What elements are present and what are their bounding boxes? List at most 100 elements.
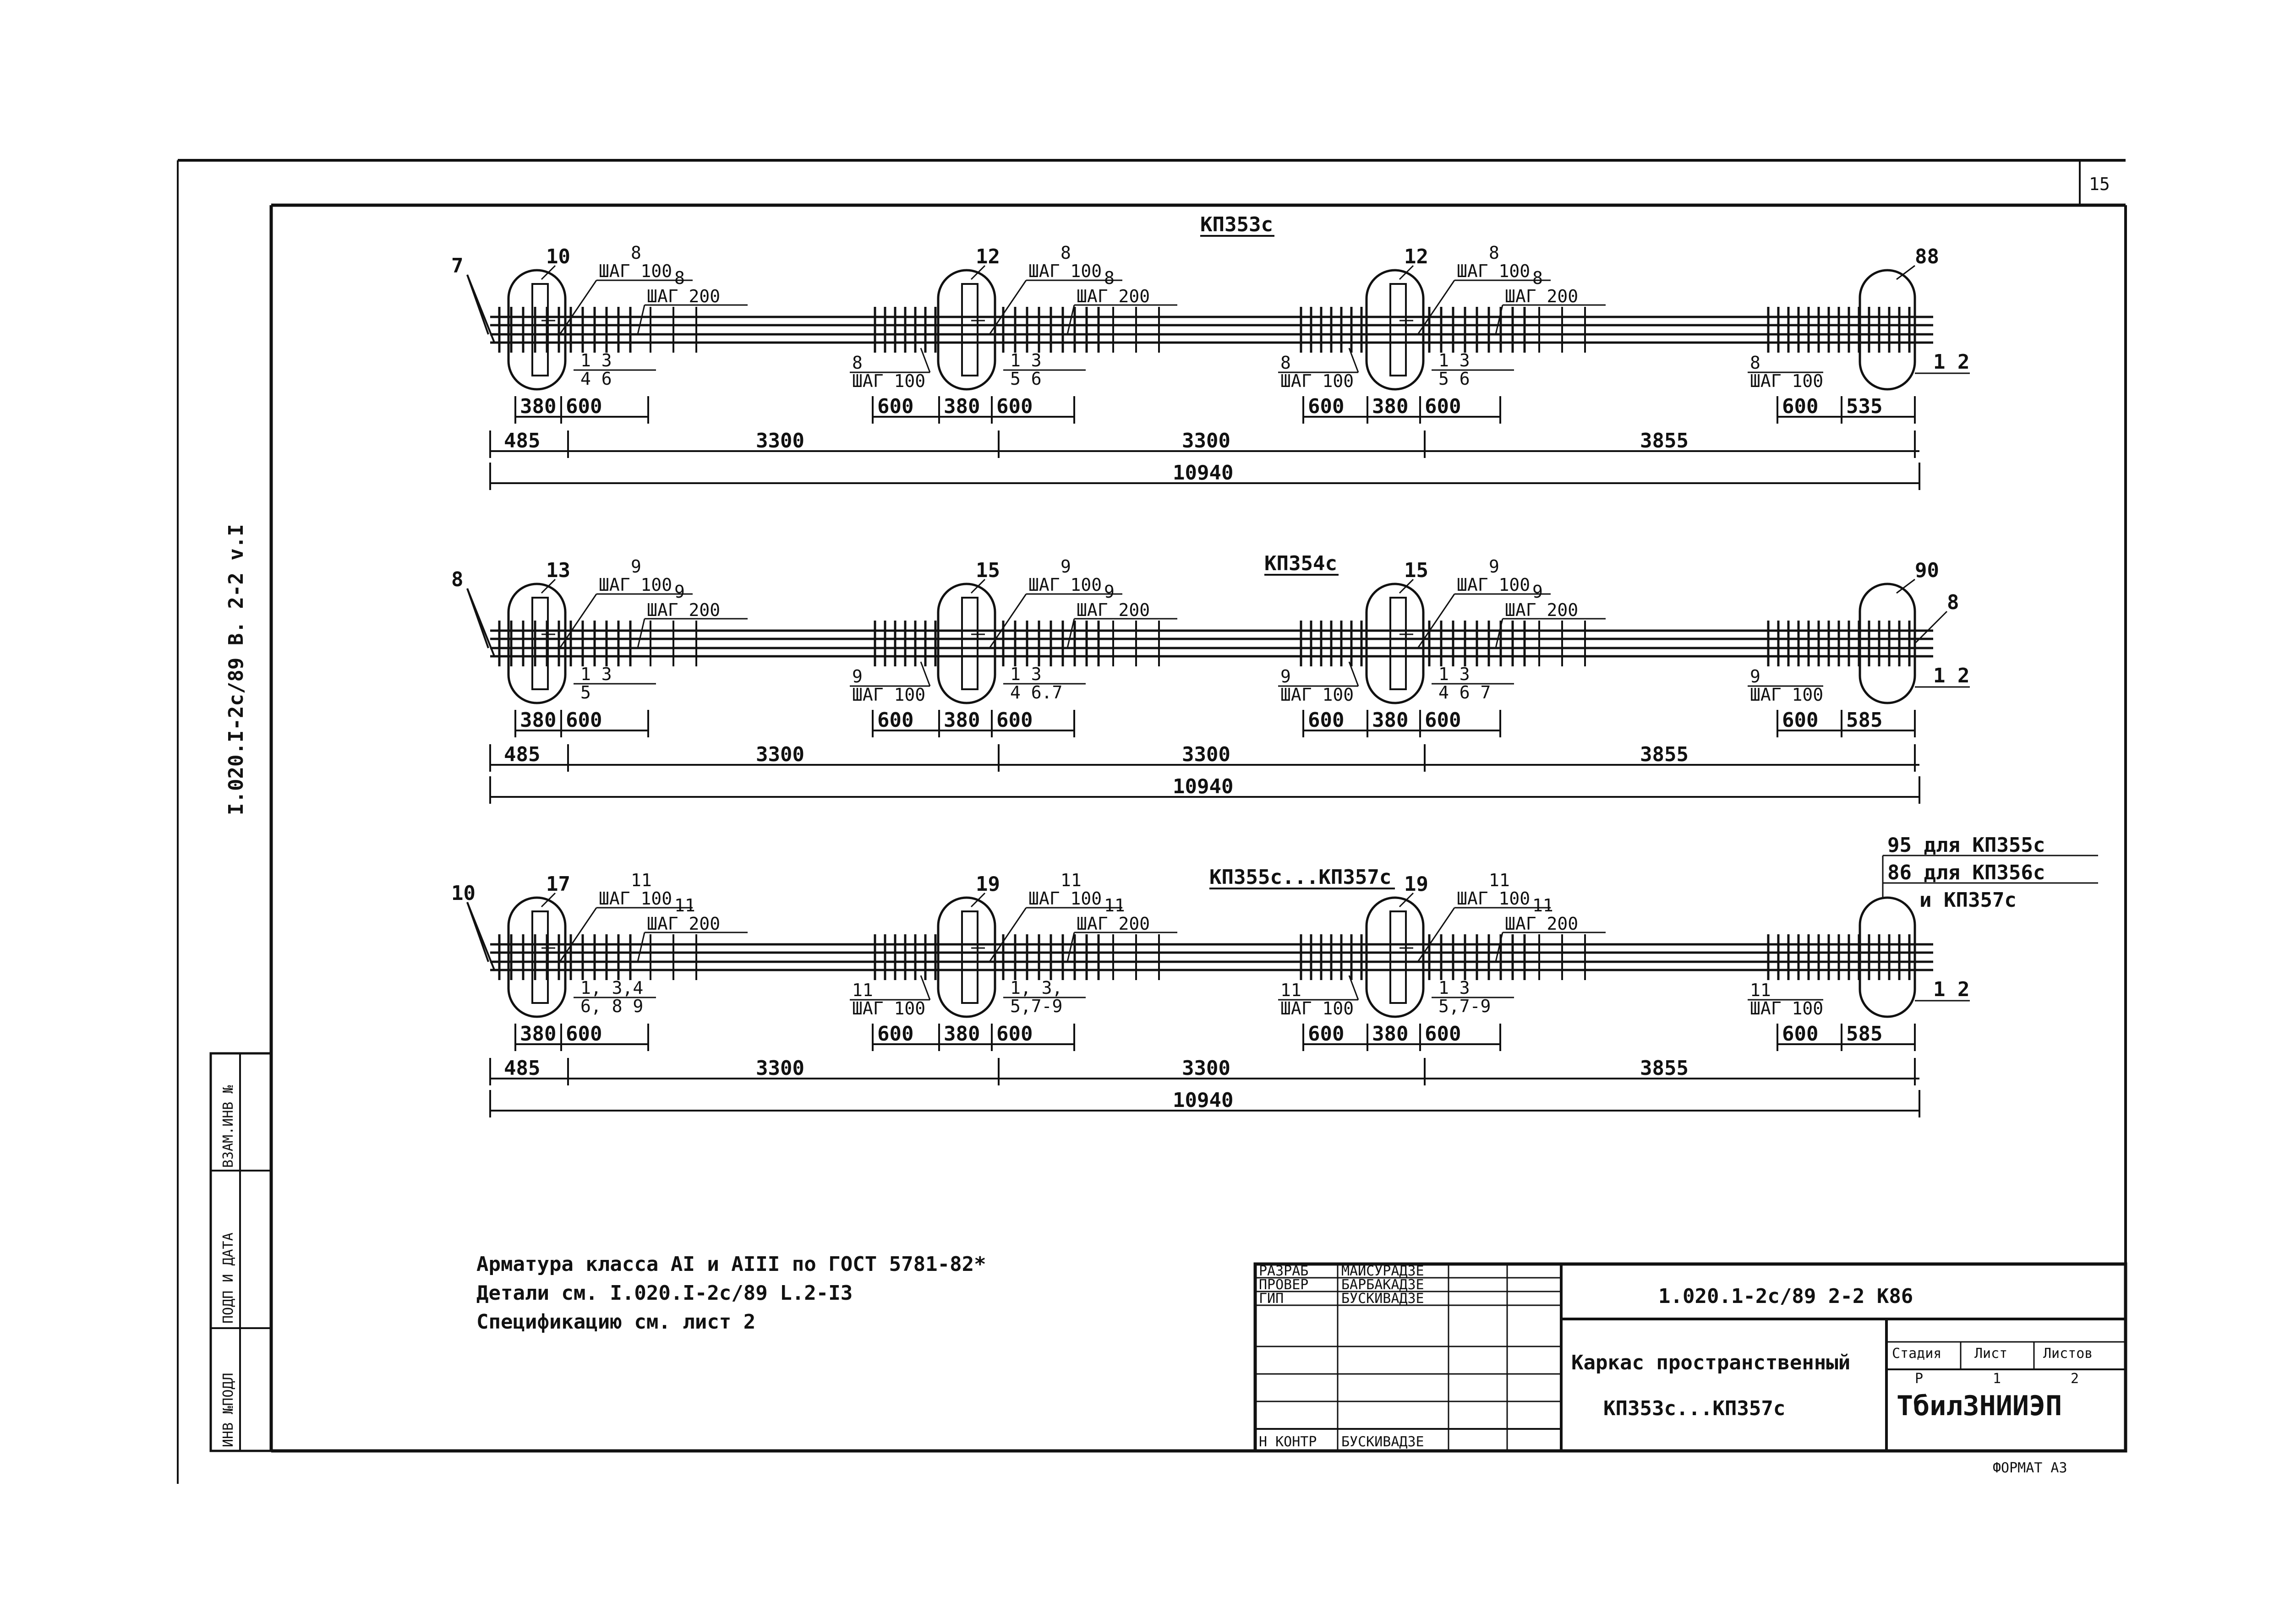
total-dimension-value: 10940	[1173, 775, 1233, 798]
position-upper: 1 3	[1010, 350, 1042, 371]
bar-mid-number: 8	[1104, 268, 1115, 288]
leader-line	[637, 618, 645, 649]
leader-line	[637, 932, 645, 962]
span-dimension-value: 3300	[756, 429, 804, 452]
end-side-mark: 8	[1947, 591, 1959, 614]
bar-mid-number: 11	[674, 895, 695, 916]
joint-outline	[507, 269, 567, 391]
leader-line	[1399, 265, 1414, 280]
joint-mark: 12	[1404, 245, 1428, 268]
person-name: БУСКИВАДЗЕ	[1341, 1434, 1424, 1450]
joint-mark: 10	[546, 245, 570, 268]
position-upper: 1, 3,	[1010, 978, 1062, 998]
leader-line	[541, 892, 556, 908]
bar-top-number: 9	[1061, 556, 1071, 577]
leader-line	[1495, 305, 1503, 335]
leader-line	[541, 578, 556, 594]
dimension-value: 600	[877, 395, 913, 418]
person-name: МАЙСУРАДЗЕ	[1341, 1263, 1424, 1279]
bar-top-number: 8	[631, 243, 641, 263]
bar-top-number: 9	[631, 556, 641, 577]
joint-outline	[937, 896, 996, 1018]
leader-line	[559, 907, 597, 962]
dimension-value: 600	[1782, 1022, 1818, 1046]
leader-line	[637, 305, 645, 335]
position-upper: 1 3	[1438, 350, 1470, 371]
bar-mid-number: 9	[1104, 582, 1115, 602]
organization: ТбилЗНИИЭП	[1897, 1390, 2062, 1422]
joint-plate	[531, 283, 549, 376]
joint-plate	[1389, 910, 1407, 1004]
sheet-frame	[177, 159, 2127, 1484]
leader-line	[1348, 348, 1359, 373]
left-bar-number: 11	[852, 980, 873, 1000]
step-top-label: ШАГ 100	[1457, 261, 1530, 281]
person-name: БУСКИВАДЗЕ	[1341, 1291, 1424, 1307]
dimension-value: 600	[1308, 1022, 1344, 1046]
dimension-value: 380	[944, 708, 980, 732]
leader-line	[1417, 907, 1455, 962]
leader-line	[1417, 594, 1455, 649]
left-bar-number: 8	[1280, 353, 1291, 373]
joint-outline	[1365, 896, 1425, 1018]
span-dimension-value: 3855	[1640, 1057, 1689, 1080]
left-step-label: ШАГ 100	[1280, 371, 1354, 391]
position-lower: 5	[580, 682, 591, 703]
end-left-bar-number: 8	[1750, 353, 1760, 373]
leader-line	[1417, 280, 1455, 335]
left-end-mark: 10	[451, 882, 476, 905]
end-mark: 90	[1915, 559, 1939, 582]
leader-line	[541, 265, 556, 280]
dimension-value: 600	[1308, 395, 1344, 418]
dimension-value: 380	[520, 1022, 556, 1046]
stage-header: Стадия	[1892, 1346, 1941, 1362]
step-mid-label: ШАГ 200	[647, 286, 720, 306]
left-step-label: ШАГ 100	[852, 371, 925, 391]
stage-value: Р	[1915, 1371, 1923, 1387]
span-dimension-value: 485	[504, 429, 540, 452]
format-label: ФОРМАТ А3	[1993, 1460, 2067, 1476]
joint-mark: 12	[976, 245, 1000, 268]
left-bar-number: 9	[852, 666, 863, 687]
span-dimension-value: 3855	[1640, 743, 1689, 766]
note-line-1: Арматура класса AI и AIII по ГОСТ 5781-8…	[476, 1253, 986, 1276]
joint-outline	[937, 269, 996, 391]
left-step-label: ШАГ 100	[852, 685, 925, 705]
dimension-value: 380	[520, 395, 556, 418]
leader-line	[1896, 265, 1915, 280]
dimension-value: 600	[1425, 1022, 1461, 1046]
leader-line	[559, 594, 597, 649]
span-dimension-value: 3855	[1640, 429, 1689, 452]
end-outline	[1859, 896, 1916, 1018]
leader-line	[989, 594, 1027, 649]
end-position: 1 2	[1933, 350, 1969, 374]
step-mid-label: ШАГ 200	[1505, 286, 1578, 306]
title-line-2: КП353с...КП357с	[1603, 1397, 1785, 1420]
end-note: 95 для КП355с	[1887, 834, 2045, 857]
left-bar-number: 9	[1280, 666, 1291, 687]
end-left-bar-number: 11	[1750, 980, 1771, 1000]
span-dimension-value: 485	[504, 743, 540, 766]
leader-line	[920, 348, 931, 373]
span-dimension-value: 3300	[1182, 429, 1230, 452]
bar-mid-number: 9	[674, 582, 685, 602]
note-line-2: Детали см. I.020.I-2c/89 L.2-I3	[476, 1281, 853, 1305]
end-mark: 88	[1915, 245, 1939, 268]
dimension-value: 380	[520, 708, 556, 732]
leader-line	[559, 280, 597, 335]
title-line-1: Каркас пространственный	[1571, 1351, 1850, 1374]
joint-outline	[507, 896, 567, 1018]
left-end-mark: 8	[451, 568, 464, 591]
